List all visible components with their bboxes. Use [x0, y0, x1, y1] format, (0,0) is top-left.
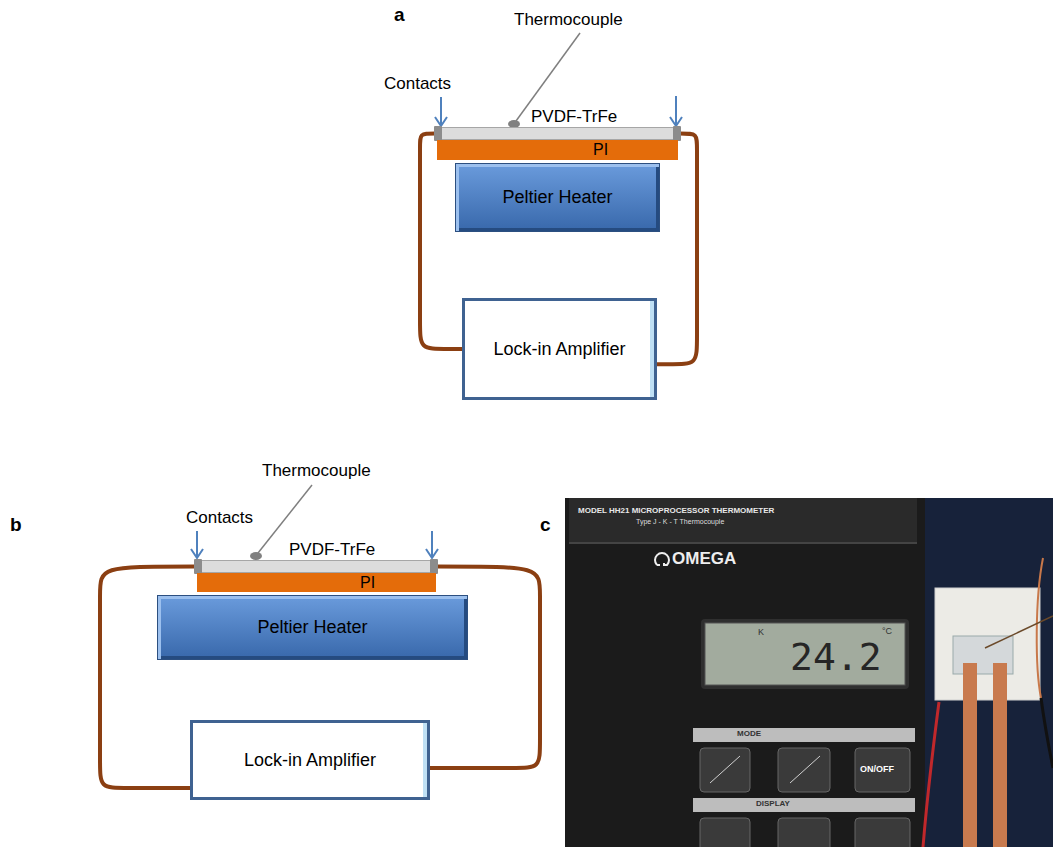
sensor-film: PVDF-TrFe	[195, 560, 437, 573]
photo-text: °C	[882, 626, 892, 636]
polyimide-layer: PI	[197, 573, 436, 592]
peltier-heater-box: Peltier Heater	[455, 163, 660, 232]
node-text: PVDF-TrFe	[289, 541, 375, 560]
photo-text: DISPLAY	[756, 799, 790, 808]
contact-pad	[434, 126, 442, 141]
node-text: Peltier Heater	[257, 617, 367, 638]
photo-text: 24.2	[790, 636, 882, 680]
node-text: PVDF-TrFe	[531, 108, 617, 127]
part-label: Thermocouple	[262, 461, 371, 481]
thermocouple-leaders	[250, 33, 580, 560]
photo-text: MODEL HH21 MICROPROCESSOR THERMOMETER	[578, 506, 774, 515]
node-text: PI	[593, 142, 608, 158]
node-text: Peltier Heater	[502, 187, 612, 208]
contact-pad	[194, 559, 202, 574]
contact-pad	[430, 559, 438, 574]
peltier-heater-box: Peltier Heater	[157, 595, 468, 660]
part-label: Contacts	[384, 74, 451, 94]
panel-letter: b	[10, 514, 22, 536]
panel-letter: a	[394, 4, 405, 26]
photo-text: MODE	[737, 729, 761, 738]
sample-on-peltier	[923, 558, 1053, 847]
photo-text: Type J - K - T Thermocouple	[636, 518, 724, 526]
node-text: Lock-in Amplifier	[244, 750, 376, 771]
polyimide-layer: PI	[437, 140, 678, 160]
photo-text: K	[758, 627, 764, 637]
photo-text: OMEGA	[672, 549, 736, 569]
photo-text: ON/OFF	[860, 764, 894, 774]
node-text: Lock-in Amplifier	[493, 339, 625, 360]
contact-arrows	[191, 96, 682, 558]
sensor-film: PVDF-TrFe	[435, 127, 680, 140]
contact-pad	[673, 126, 681, 141]
lock-in-amplifier-box: Lock-in Amplifier	[462, 298, 657, 400]
lock-in-amplifier-box: Lock-in Amplifier	[190, 720, 430, 800]
thermometer-body	[565, 498, 925, 847]
part-label: Contacts	[186, 508, 253, 528]
panel-letter: c	[540, 514, 551, 536]
part-label: Thermocouple	[514, 10, 623, 30]
node-text: PI	[360, 575, 375, 591]
wire	[657, 134, 697, 365]
